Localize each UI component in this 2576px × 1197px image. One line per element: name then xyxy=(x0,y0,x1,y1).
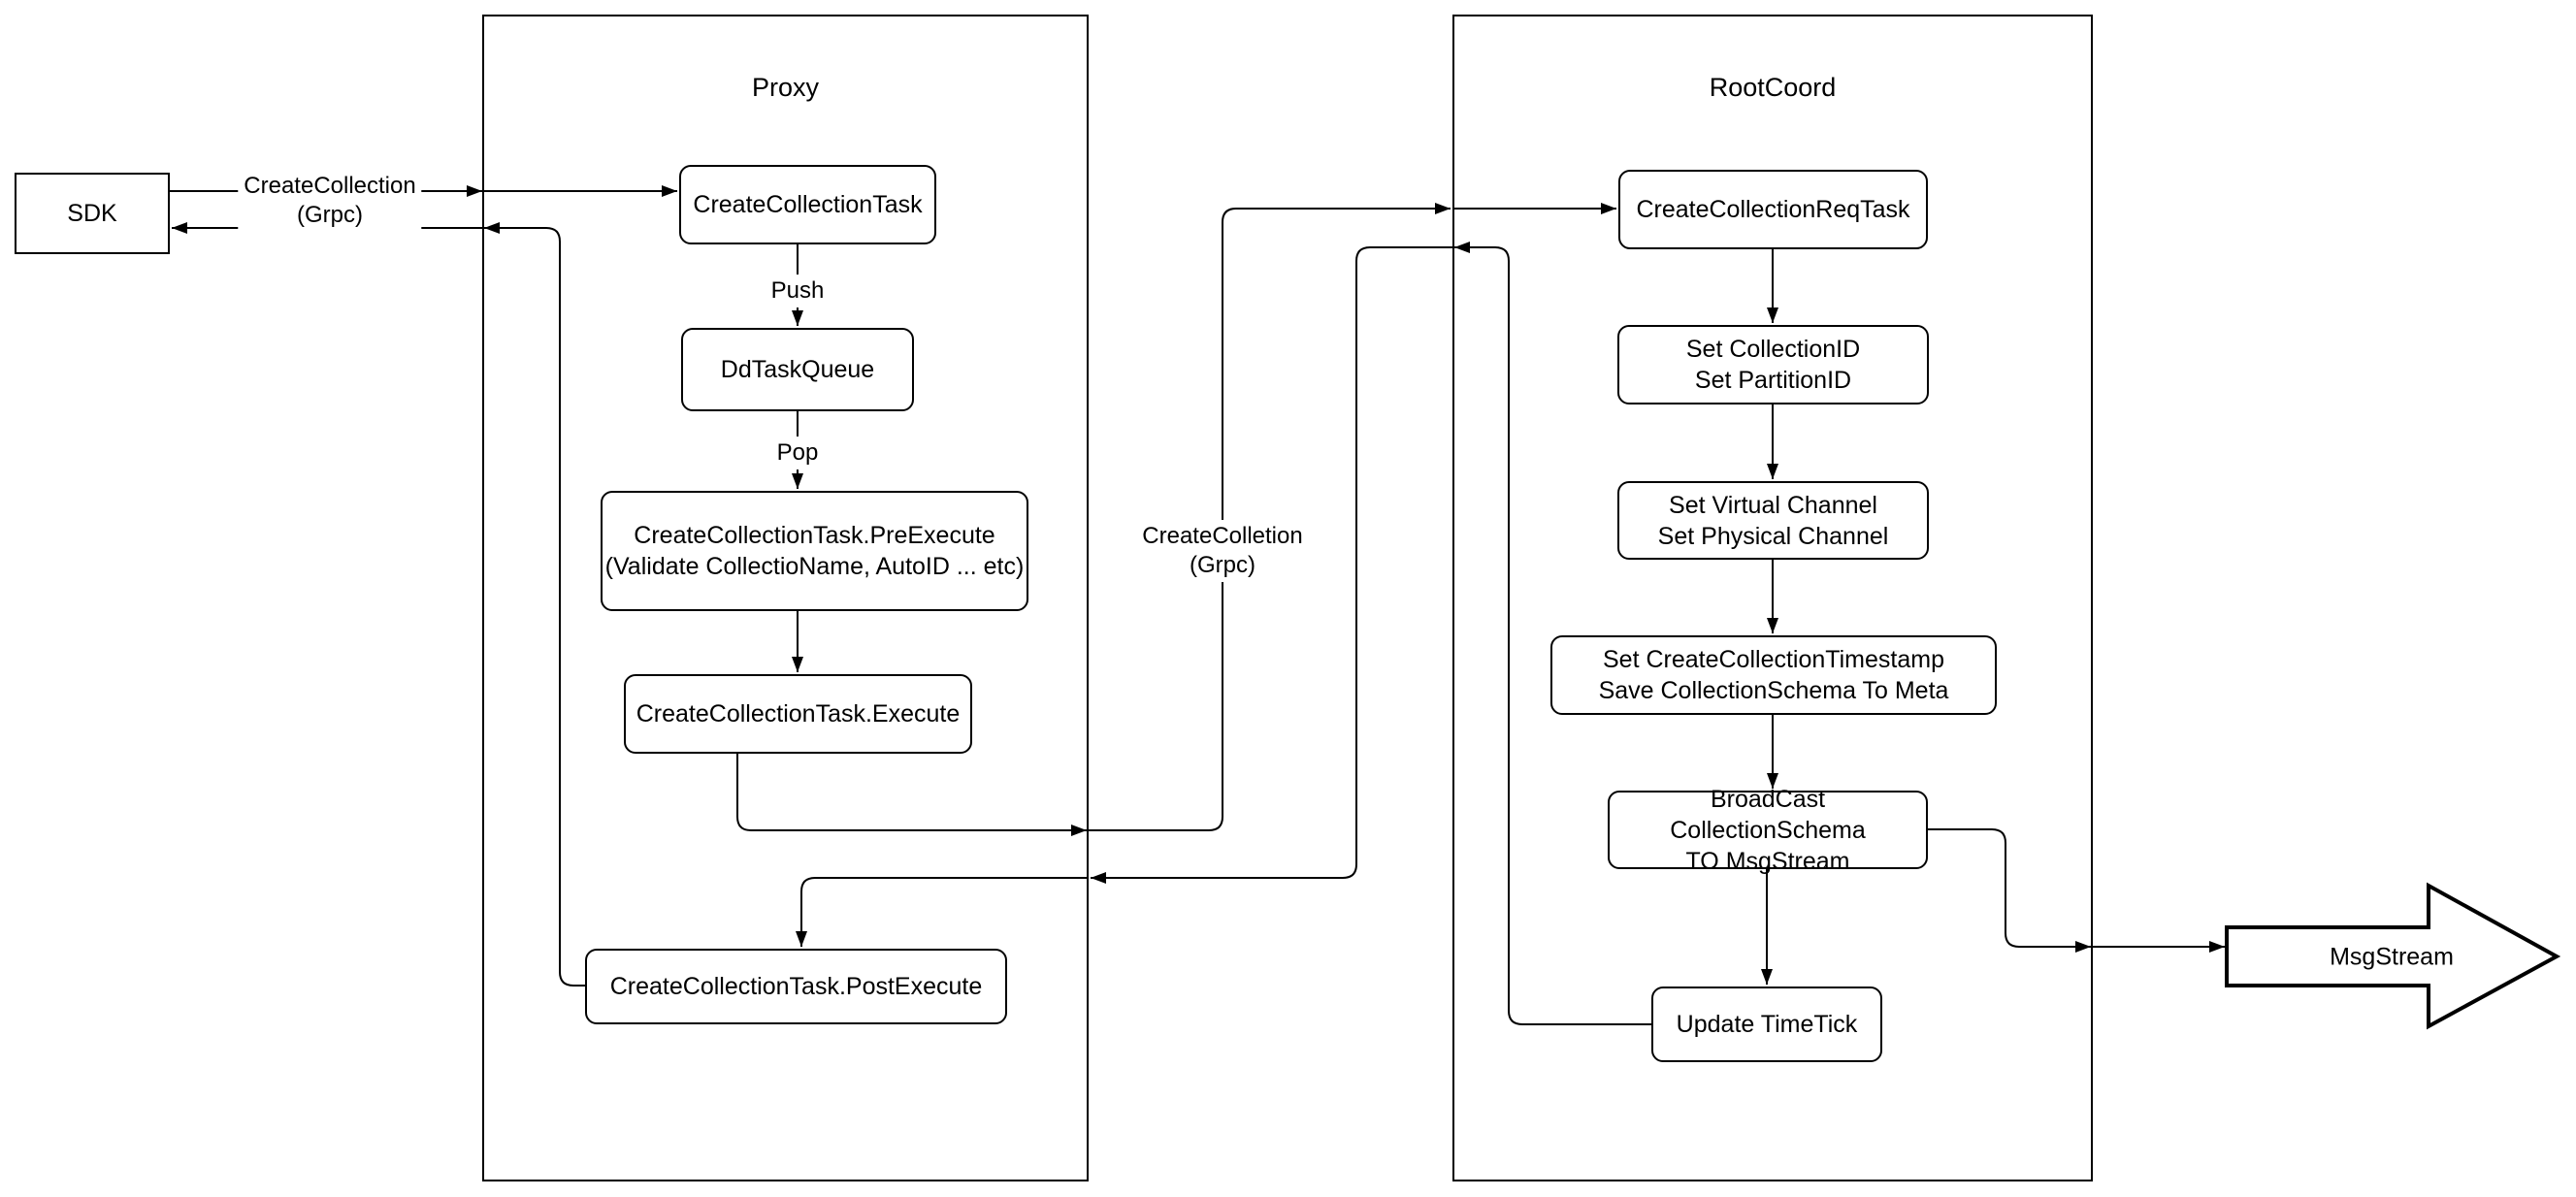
edge-rootcoord-to-proxy-return xyxy=(1091,246,1452,884)
rootcoord-container-label: RootCoord xyxy=(1709,73,1837,102)
node-preexecute-line1: CreateCollectionTask.PreExecute xyxy=(634,522,995,549)
node-set-ids: Set CollectionID Set PartitionID xyxy=(1617,325,1929,404)
msgstream-arrow-shape xyxy=(2225,882,2561,1030)
node-updatetimetick: Update TimeTick xyxy=(1651,987,1882,1062)
node-set-timestamp: Set CreateCollectionTimestamp Save Colle… xyxy=(1550,635,1997,715)
node-ddtaskqueue-label: DdTaskQueue xyxy=(720,356,875,383)
msgstream-label: MsgStream xyxy=(2330,943,2454,971)
node-sdk-label: SDK xyxy=(67,200,117,227)
edge-label-pop: Pop xyxy=(770,437,825,469)
node-postexecute-label: CreateCollectionTask.PostExecute xyxy=(609,973,983,1000)
node-createcollectiontask: CreateCollectionTask xyxy=(679,165,936,244)
node-createcollectionreqtask: CreateCollectionReqTask xyxy=(1618,170,1928,249)
node-broadcast-line2: TO MsgStream xyxy=(1685,847,1850,875)
node-preexecute: CreateCollectionTask.PreExecute (Validat… xyxy=(601,491,1028,611)
node-set-ids-line1: Set CollectionID xyxy=(1685,336,1861,363)
node-set-ids-line2: Set PartitionID xyxy=(1694,367,1852,394)
node-updatetimetick-label: Update TimeTick xyxy=(1676,1011,1858,1038)
edge-label-createcollection-line1: CreateCollection xyxy=(244,173,416,199)
edge-label-createcolletion-grpc: CreateColletion (Grpc) xyxy=(1136,520,1309,582)
node-set-channels-line2: Set Physical Channel xyxy=(1657,522,1889,550)
node-sdk: SDK xyxy=(15,173,170,254)
rootcoord-container: RootCoord xyxy=(1452,15,2093,1181)
node-set-timestamp-line2: Save CollectionSchema To Meta xyxy=(1598,677,1949,704)
node-broadcast: BroadCast CollectionSchema TO MsgStream xyxy=(1608,786,1928,875)
node-set-channels: Set Virtual Channel Set Physical Channel xyxy=(1617,481,1929,560)
edge-proxy-to-rootcoord xyxy=(1089,203,1451,831)
proxy-container: Proxy xyxy=(482,15,1089,1181)
edge-label-createcolletion-line1: CreateColletion xyxy=(1142,523,1303,549)
proxy-container-label: Proxy xyxy=(751,73,820,102)
node-postexecute: CreateCollectionTask.PostExecute xyxy=(585,949,1007,1024)
node-set-timestamp-line1: Set CreateCollectionTimestamp xyxy=(1603,646,1944,673)
node-preexecute-line2: (Validate CollectioName, AutoID ... etc) xyxy=(604,553,1025,580)
node-execute: CreateCollectionTask.Execute xyxy=(624,674,972,754)
node-ddtaskqueue: DdTaskQueue xyxy=(681,328,914,411)
edge-label-createcolletion-line2: (Grpc) xyxy=(1189,552,1255,578)
edge-postexecute-to-proxy-border xyxy=(484,222,585,987)
edge-label-push: Push xyxy=(765,275,831,307)
node-createcollectiontask-label: CreateCollectionTask xyxy=(693,191,923,218)
edge-updatetimetick-to-rootcoord-border xyxy=(1454,242,1651,1025)
edge-execute-to-proxy-border xyxy=(736,754,1087,836)
edge-label-createcollection-line2: (Grpc) xyxy=(296,202,363,228)
node-execute-label: CreateCollectionTask.Execute xyxy=(636,700,961,728)
node-set-channels-line1: Set Virtual Channel xyxy=(1669,491,1877,519)
node-broadcast-line1: BroadCast CollectionSchema xyxy=(1670,785,1866,844)
edge-proxy-to-postexecute xyxy=(796,877,1089,947)
edge-broadcast-to-rootcoord-border xyxy=(1928,828,2091,953)
edge-label-createcollection-grpc: CreateCollection (Grpc) xyxy=(238,170,422,232)
node-createcollectionreqtask-label: CreateCollectionReqTask xyxy=(1636,196,1910,223)
